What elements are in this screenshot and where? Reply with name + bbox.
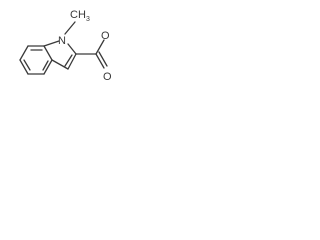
bond-carbonyl-ester-o: [95, 39, 105, 55]
bond-c7a-c4: [19, 45, 29, 61]
benzene-ring: [19, 45, 53, 75]
atom-carbonyl-oxygen: O: [103, 71, 112, 83]
atom-ester-oxygen: O: [101, 30, 110, 42]
ester-group: [75, 39, 108, 69]
bond-c2-c3-inner: [64, 54, 73, 67]
bond-c3a-c7a: [43, 45, 53, 61]
inner-double-bond-3: [42, 60, 49, 71]
pyrrole-ring: [43, 40, 77, 70]
inner-double-bond-1: [23, 59, 31, 71]
bond-c6-c3a: [43, 59, 53, 75]
bond-c3-c3a: [51, 59, 69, 70]
atom-nitrogen: N: [58, 35, 66, 47]
bond-carbonyl-o-double-a: [95, 53, 105, 69]
bond-n1-methyl: [64, 21, 76, 35]
atom-methyl: CH: [70, 9, 86, 21]
structure-drawing: N CH 3 O O: [19, 9, 112, 83]
molecule-canvas: N CH 3 O O: [0, 0, 169, 109]
bond-c4-c5: [19, 59, 29, 75]
bond-n1-c2: [67, 43, 77, 55]
atom-methyl-subscript: 3: [86, 16, 90, 23]
bond-c2-c3: [67, 53, 77, 70]
bond-carbonyl-o-double-b: [98, 51, 108, 67]
bond-c7a-n1: [43, 40, 60, 47]
